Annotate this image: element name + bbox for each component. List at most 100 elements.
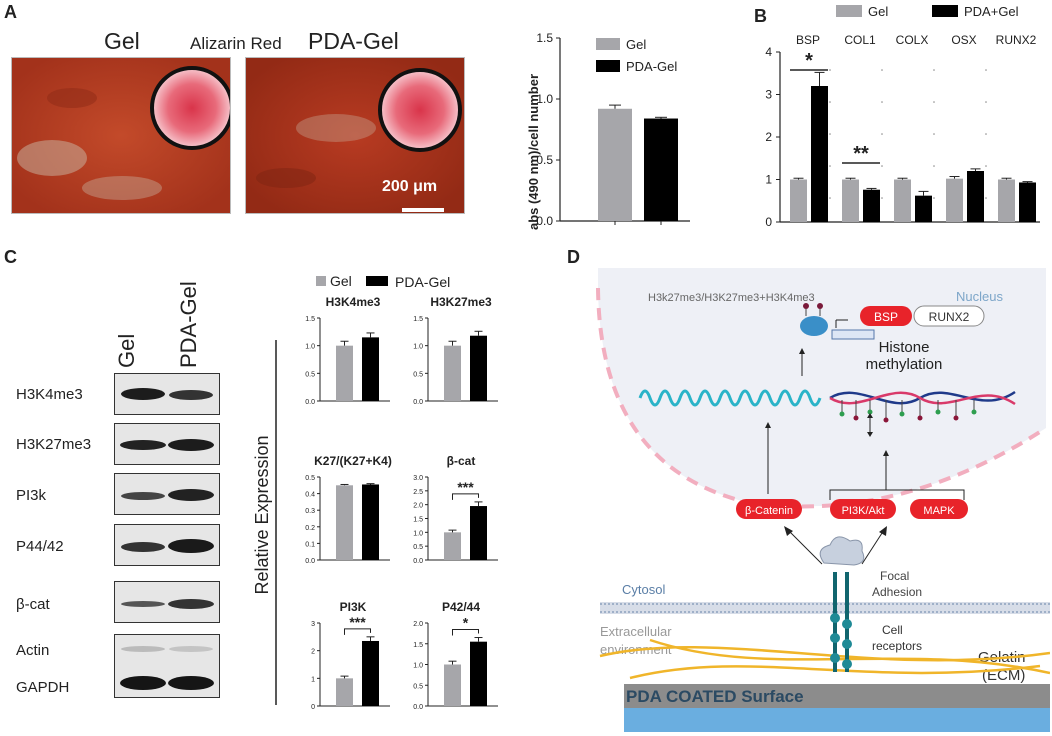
chart-b-ytick-label: 0 [765,215,772,229]
chart-b-legend-label: Gel [868,4,888,19]
chart-ytick-label-c-ratio: 0.2 [305,525,315,532]
chart-b-separator-dot [829,101,831,103]
chart-a-ytick-label: 1.5 [536,31,553,45]
chart-ytick-label-c-bcat: 1.0 [413,530,423,537]
chart-b-separator-dot [881,69,883,71]
lane-label-pda-gel: PDA-Gel [176,281,201,368]
gel-micrograph [11,57,231,214]
panel-label-d: D [567,247,580,267]
chart-b-bar-osx-0 [946,178,963,222]
arrow-to-beta-catenin [787,529,823,565]
chart-title-c-ratio: K27/(K27+K4) [314,454,392,468]
chart-b-separator-dot [985,69,987,71]
panel-d-diagram: H3k27me3/H3K27me3+H3K4me3 Nucleus BSP RU… [596,268,1050,708]
chart-ytick-label-c-pi3k: 1 [311,676,315,683]
chart-b-separator-dot [985,197,987,199]
chart-b-legend-swatch [932,5,958,17]
chart-b-category-label: COLX [896,33,929,47]
histone-label-1: Histone [879,339,930,356]
chart-significance-label-c-pi3k: *** [349,614,366,630]
chart-significance-bracket-c-pi3k [344,628,371,635]
alizarin-red-label: Alizarin Red [190,34,282,53]
lane-label-gel: Gel [114,333,139,368]
chart-ytick-label-c-ratio: 0.4 [305,492,315,499]
c-legend-pda-gel: PDA-Gel [395,274,450,290]
chart-b-separator-dot [829,197,831,199]
blot-h3k4me3 [114,373,220,415]
blot-label-actin: Actin [16,642,50,659]
chart-ytick-label-c-bcat: 3.0 [413,475,423,482]
chart-b-bar-runx2-0 [998,179,1015,222]
chart-b-ytick-label: 4 [765,45,772,59]
chart-b-separator-dot [933,101,935,103]
cytosol-label: Cytosol [622,582,665,597]
chart-ytick-label-c-pi3k: 2 [311,649,315,656]
chart-title-c-bcat: β-cat [447,454,476,468]
chart-bar-c-p4244-1 [470,641,487,706]
pi3k-akt-pill [830,499,896,519]
chart-b-bar-colx-0 [894,179,911,222]
nucleus-area [598,268,1046,507]
gelatin-fibers [599,638,1050,680]
chart-a-legend-swatch [596,38,620,50]
gene-promoter [800,303,875,340]
chart-b-separator-dot [829,165,831,167]
kinase-bracket [829,489,965,500]
chart-b-separator-dot [881,165,883,167]
chart-bar-c-pi3k-1 [362,640,379,706]
chart-bar-c-h3k27me3-1 [470,335,487,401]
chart-significance-label-c-p4244: * [463,615,469,631]
chart-ytick-label-c-h3k4me3: 1.0 [305,344,315,351]
chart-ytick-label-c-h3k4me3: 1.5 [305,316,315,323]
chromatin-coil [638,389,822,407]
chart-ytick-label-c-p4244: 0.0 [413,704,423,711]
bsp-label: BSP [874,310,898,324]
chart-b-separator-dot [985,101,987,103]
chart-b-bar-bsp-0 [790,179,807,222]
chart-b-separator-dot [985,133,987,135]
substrate-layer [624,708,1050,732]
chart-bar-c-ratio-1 [362,484,379,560]
chart-title-c-p4244: P42/44 [442,600,480,614]
chart-b-category-label: RUNX2 [996,33,1037,47]
extracellular-label-1: Extracellular [600,624,672,639]
pi3k-akt-label: PI3K/Akt [842,505,885,517]
chart-b-significance-label: ** [853,143,869,165]
chart-bar-c-bcat-0 [444,532,461,560]
blot-label-p4442: P44/42 [16,538,64,555]
chart-ytick-label-c-bcat: 1.5 [413,517,423,524]
chart-ytick-label-c-ratio: 0.5 [305,475,315,482]
blot-label-h3k4me3: H3K4me3 [16,386,83,403]
chart-b-separator-dot [881,197,883,199]
chart-b-separator-dot [985,165,987,167]
relative-expression-label: Relative Expression [252,435,272,594]
chart-bar-c-bcat-1 [470,506,487,560]
chart-b-bar-col1-1 [863,189,880,222]
runx2-pill [913,305,985,327]
gel-image-title: Gel [104,28,140,54]
chart-a-ylabel: abs (490 nm)/cell number [526,74,541,230]
panel-label-b: B [754,6,767,26]
blot-label-beta-cat: β-cat [16,596,50,613]
dna-strand-2 [829,391,1016,406]
chart-title-c-pi3k: PI3K [340,600,367,614]
cell-receptors-label-2: receptors [872,639,922,653]
chart-b-separator-dot [881,133,883,135]
histone-marks [839,400,977,423]
panel-c-charts: Relative Expression Gel PDA-Gel H3K4me30… [252,273,498,711]
chart-b-legend-label: PDA+Gel [964,4,1019,19]
blot-actin-gapdh [114,634,220,698]
chart-b-ytick-label: 2 [765,130,772,144]
chart-b-legend-swatch [836,5,862,17]
chart-b-category-label: COL1 [844,33,876,47]
chart-a-legend-label: PDA-Gel [626,59,677,74]
mapk-pill [910,499,968,519]
chart-a-legend-swatch [596,60,620,72]
arrow-to-kinases [861,529,885,565]
chart-ytick-label-c-h3k4me3: 0.5 [305,371,315,378]
chart-bar-c-h3k4me3-0 [336,345,353,401]
chart-ytick-label-c-bcat: 2.0 [413,503,423,510]
chart-ytick-label-c-p4244: 1.5 [413,642,423,649]
